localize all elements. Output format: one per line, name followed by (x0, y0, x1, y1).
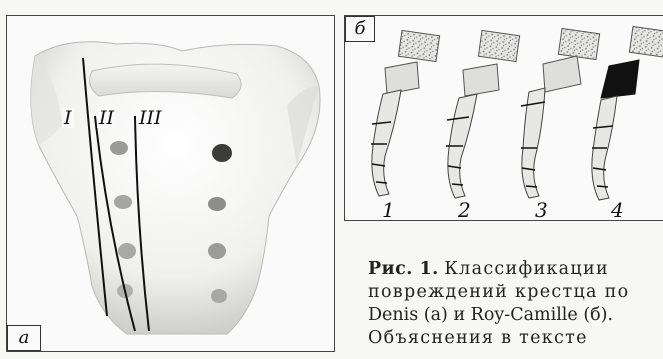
stage-number-2: 2 (458, 198, 471, 221)
stage-number-1: 1 (382, 198, 395, 221)
panel-label-a: а (7, 325, 41, 351)
caption-line-3: Denis (а) и Roy-Camille (б). (368, 304, 663, 327)
figure-panel-b: 1 2 3 4 б (344, 15, 663, 221)
sacrum-illustration (7, 16, 335, 352)
roy-camille-illustration (345, 16, 663, 221)
caption-line-4: Объяснения в тексте (368, 327, 663, 350)
zone-label-ii: II (97, 108, 116, 128)
stage-number-4: 4 (611, 198, 624, 221)
figure-number: Рис. 1. (368, 259, 439, 279)
figure-panel-a: I II III а (6, 15, 335, 352)
stage-number-3: 3 (535, 198, 548, 221)
zone-label-iii: III (137, 108, 164, 128)
caption-line-1: Рис. 1. Классификации (368, 258, 663, 281)
zone-label-i: I (62, 108, 74, 128)
stage-4-diagram (592, 26, 663, 200)
stage-3-diagram (521, 28, 600, 198)
caption-line-2: повреждений крестца по (368, 281, 663, 304)
figure-caption: Рис. 1. Классификации повреждений крестц… (368, 258, 663, 350)
caption-text-1: Классификации (444, 259, 609, 279)
stage-2-diagram (446, 30, 520, 198)
panel-label-b: б (345, 16, 375, 42)
stage-1-diagram (371, 30, 440, 196)
